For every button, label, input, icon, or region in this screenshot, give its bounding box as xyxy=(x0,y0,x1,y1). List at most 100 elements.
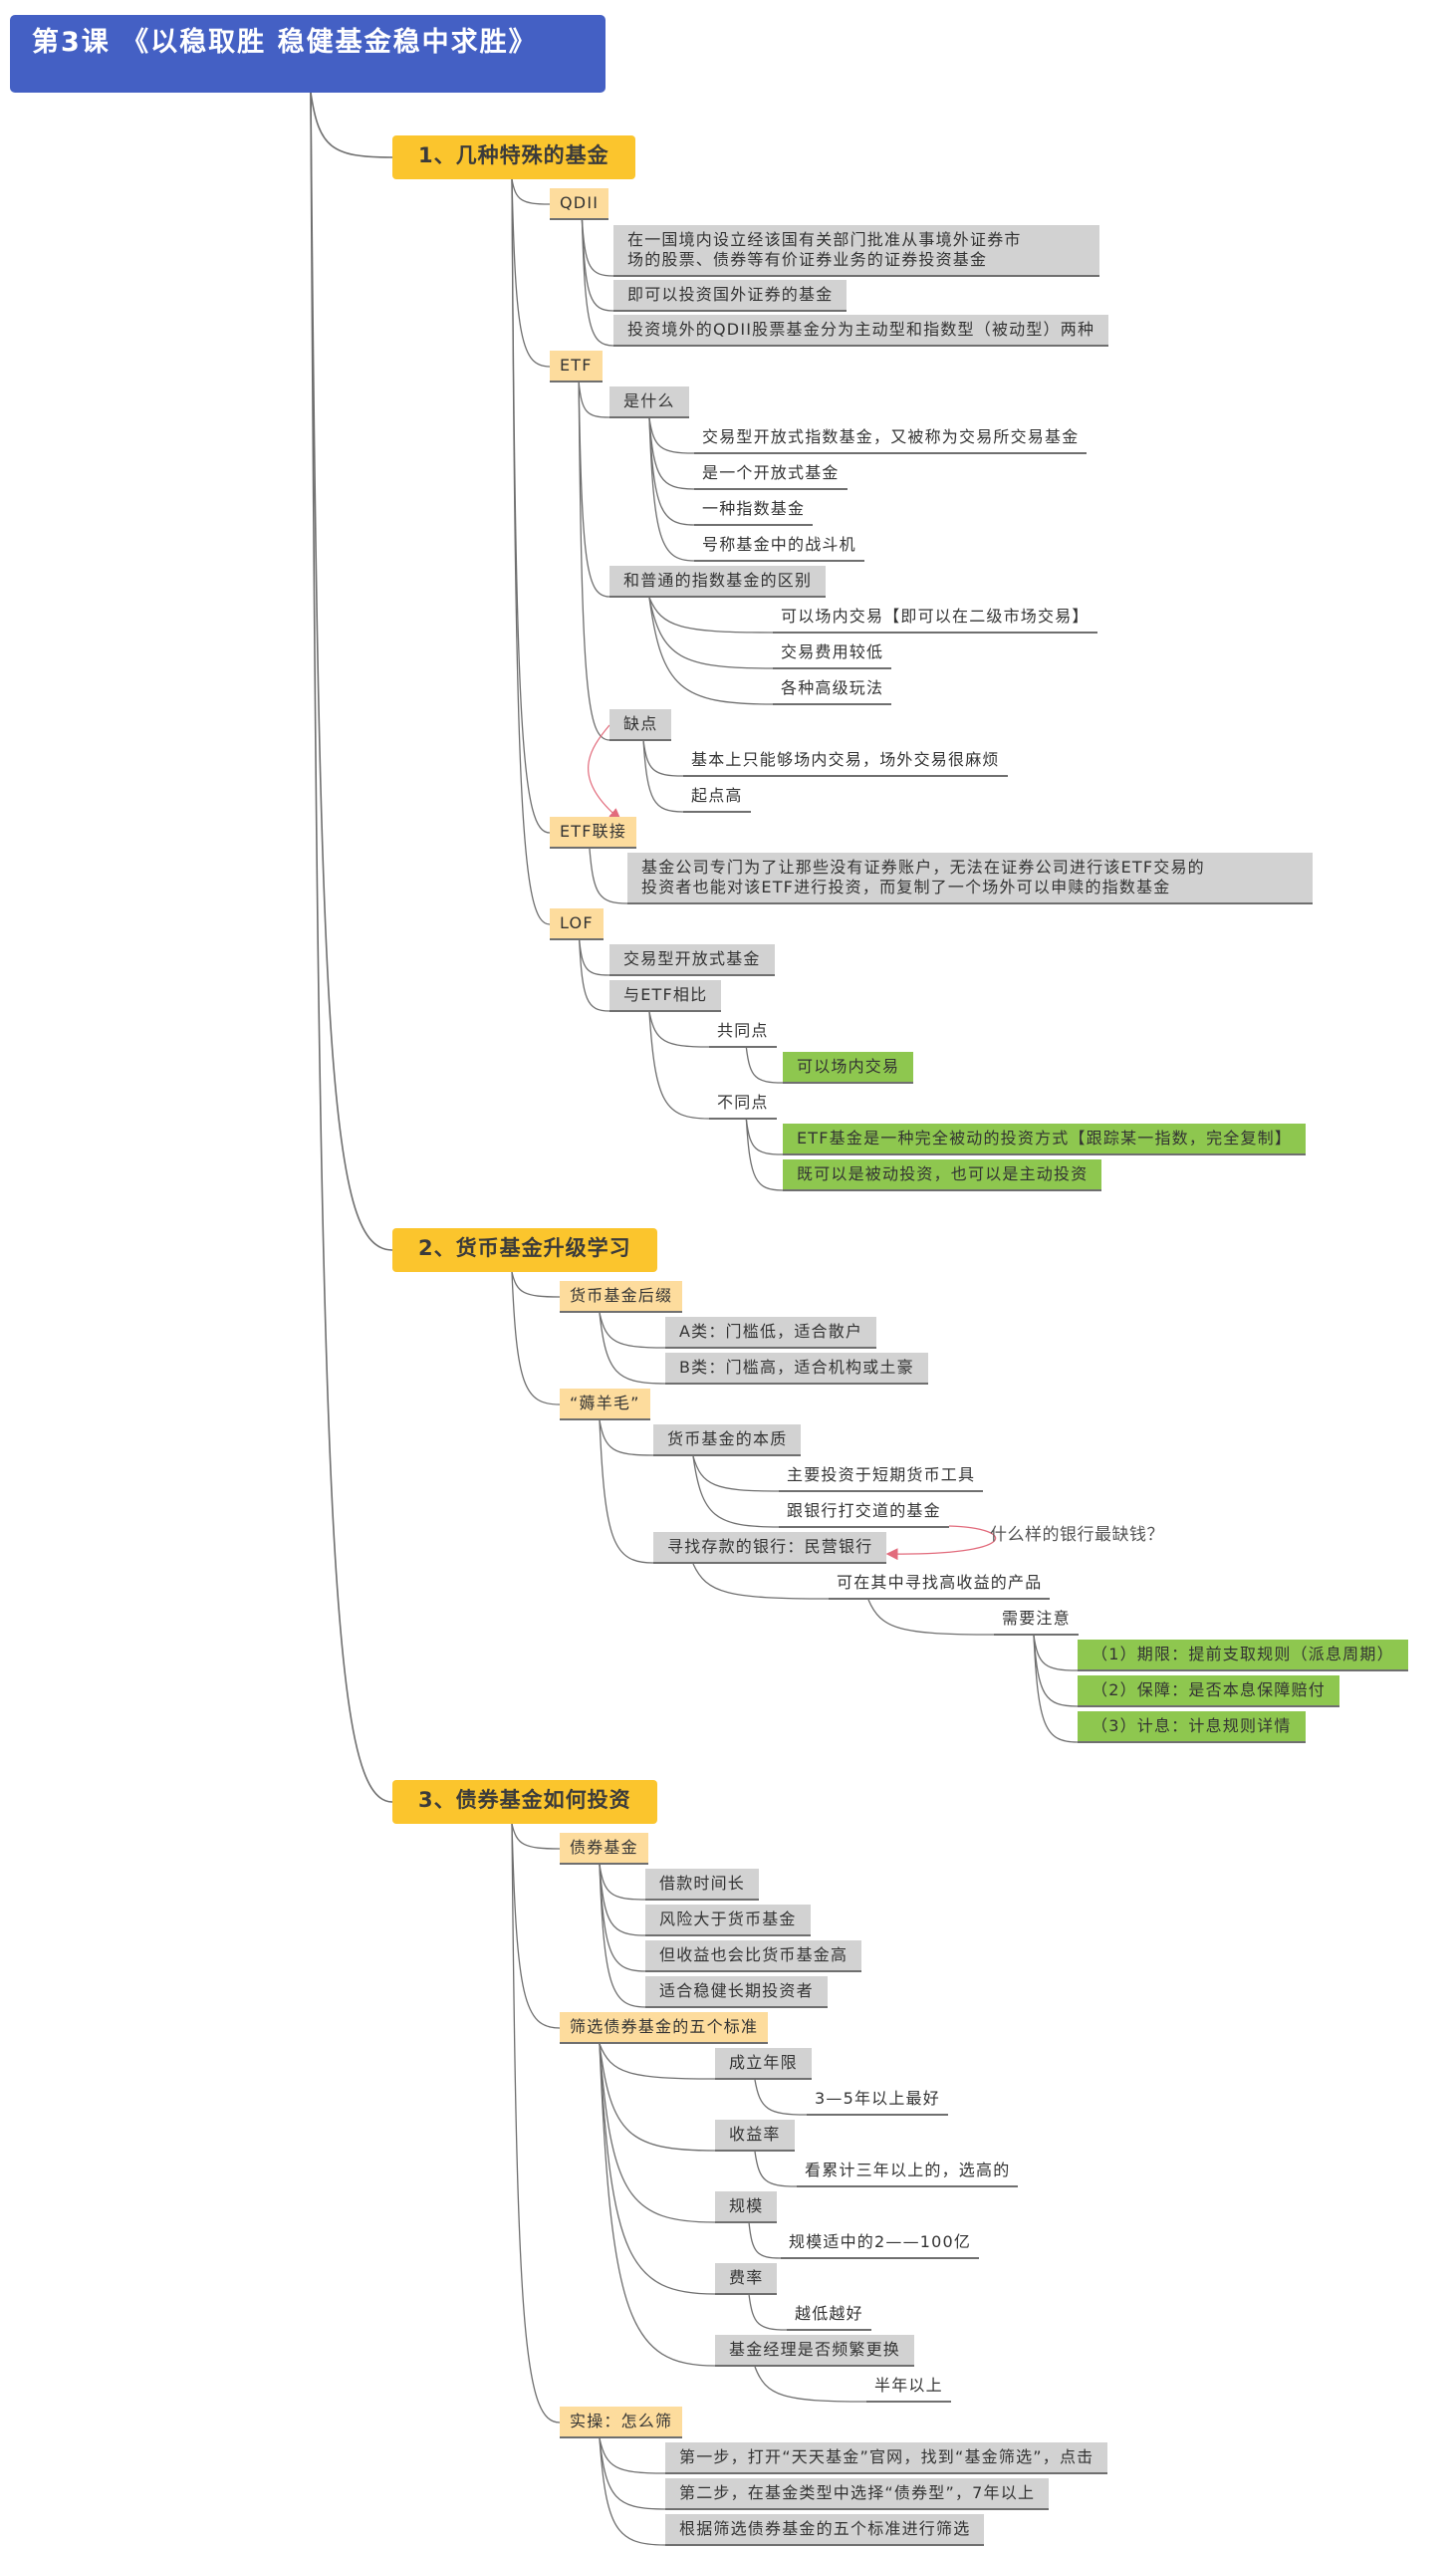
bond-node[interactable]: 债券基金 xyxy=(560,1833,648,1865)
connector-etf-link-desc xyxy=(589,848,628,904)
connector-etf-what-item-1 xyxy=(648,417,695,454)
bond-item-3[interactable]: 但收益也会比货币基金高 xyxy=(645,1940,862,1972)
etf-what[interactable]: 是什么 xyxy=(609,386,689,418)
qdii-node[interactable]: QDII xyxy=(550,188,609,220)
connector-etf-cons-item-1 xyxy=(642,740,684,777)
bond-item-2[interactable]: 风险大于货币基金 xyxy=(645,1905,811,1936)
etf-what-item-1[interactable]: 交易型开放式指数基金，又被称为交易所交易基金 xyxy=(694,422,1088,454)
etf-link-node[interactable]: ETF联接 xyxy=(550,817,637,849)
qdii-item-2[interactable]: 即可以投资国外证券的基金 xyxy=(613,280,848,312)
root-title[interactable]: 第3课 《以稳取胜 稳健基金稳中求胜》 xyxy=(10,15,606,93)
practice-item-1[interactable]: 第一步，打开“天天基金”官网，找到“基金筛选”，点击 xyxy=(665,2442,1108,2474)
etf-link-desc[interactable]: 基金公司专门为了让那些没有证券账户，无法在证券公司进行该ETF交易的 投资者也能… xyxy=(627,853,1313,904)
connector-etf-link-node xyxy=(511,178,551,834)
suffix-node[interactable]: 货币基金后缀 xyxy=(560,1281,683,1313)
attention-item-1[interactable]: （1）期限：提前支取规则（派息周期） xyxy=(1078,1640,1408,1671)
etf-what-item-4[interactable]: 号称基金中的战斗机 xyxy=(694,530,864,562)
bank-question-note[interactable]: 什么样的银行最缺钱？ xyxy=(990,1525,1164,1545)
practice-node[interactable]: 实操：怎么筛 xyxy=(560,2407,683,2438)
connector-attention-item-3 xyxy=(1033,1635,1079,1743)
criteria-detail-1[interactable]: 3—5年以上最好 xyxy=(807,2084,948,2116)
connector-criteria-node xyxy=(511,1823,561,2029)
criteria-detail-4[interactable]: 越低越好 xyxy=(787,2299,871,2331)
connector-section-1 xyxy=(310,92,393,158)
connector-wool-node xyxy=(511,1271,561,1405)
lof-diff-item-2[interactable]: 既可以是被动投资，也可以是主动投资 xyxy=(783,1159,1102,1191)
qdii-item-1[interactable]: 在一国境内设立经该国有关部门批准从事境外证券市 场的股票、债券等有价证券业务的证… xyxy=(613,225,1099,277)
etf-what-item-2[interactable]: 是一个开放式基金 xyxy=(694,458,848,490)
connector-criteria-item-4 xyxy=(599,2043,716,2295)
connector-section-2 xyxy=(310,92,393,1251)
suffix-item-1[interactable]: A类：门槛低，适合散户 xyxy=(665,1317,877,1349)
criteria-node[interactable]: 筛选债券基金的五个标准 xyxy=(560,2012,769,2044)
connector-etf-cons xyxy=(578,382,610,741)
criteria-detail-5[interactable]: 半年以上 xyxy=(866,2371,951,2403)
qdii-item-3[interactable]: 投资境外的QDII股票基金分为主动型和指数型（被动型）两种 xyxy=(613,315,1109,347)
etf-cons[interactable]: 缺点 xyxy=(609,709,672,741)
section-1[interactable]: 1、几种特殊的基金 xyxy=(392,135,635,179)
bond-item-4[interactable]: 适合稳健长期投资者 xyxy=(645,1976,828,2008)
connector-criteria-detail-2 xyxy=(754,2151,798,2187)
lof-diff-item-1[interactable]: ETF基金是一种完全被动的投资方式【跟踪某一指数，完全复制】 xyxy=(783,1124,1307,1155)
connector-attention-item-1 xyxy=(1033,1635,1079,1671)
etf-diff[interactable]: 和普通的指数基金的区别 xyxy=(609,566,827,598)
connector-lof-diff-item-1 xyxy=(745,1119,784,1155)
etf-diff-item-3[interactable]: 各种高级玩法 xyxy=(773,673,892,705)
etf-diff-item-1[interactable]: 可以场内交易【即可以在二级市场交易】 xyxy=(773,602,1097,634)
connector-qdii-node xyxy=(511,178,551,205)
connector-practice-item-2 xyxy=(599,2437,666,2510)
criteria-item-1[interactable]: 成立年限 xyxy=(715,2048,812,2080)
connector-lof-node xyxy=(511,178,551,925)
connector-bond-item-1 xyxy=(599,1864,646,1901)
connector-etf-node xyxy=(511,178,551,368)
connector-lof-same-item-1 xyxy=(745,1047,784,1084)
connector-attention-node xyxy=(867,1599,995,1636)
connector-lof-compare xyxy=(579,939,610,1012)
connector-suffix-item-1 xyxy=(599,1312,666,1349)
etf-cons-item-1[interactable]: 基本上只能够场内交易，场外交易很麻烦 xyxy=(683,745,1008,777)
practice-item-2[interactable]: 第二步，在基金类型中选择“债券型”，7年以上 xyxy=(665,2478,1050,2510)
connector-practice-item-3 xyxy=(599,2437,666,2546)
lof-node[interactable]: LOF xyxy=(550,908,604,940)
criteria-item-2[interactable]: 收益率 xyxy=(715,2120,795,2152)
etf-node[interactable]: ETF xyxy=(550,351,603,382)
lof-same-item-1[interactable]: 可以场内交易 xyxy=(783,1052,914,1084)
practice-item-3[interactable]: 根据筛选债券基金的五个标准进行筛选 xyxy=(665,2514,985,2546)
section-2[interactable]: 2、货币基金升级学习 xyxy=(392,1228,657,1272)
attention-node[interactable]: 需要注意 xyxy=(994,1604,1079,1636)
connector-etf-diff xyxy=(578,382,610,598)
criteria-item-3[interactable]: 规模 xyxy=(715,2191,778,2223)
etf-diff-item-2[interactable]: 交易费用较低 xyxy=(773,638,892,669)
criteria-item-5[interactable]: 基金经理是否频繁更换 xyxy=(715,2335,915,2367)
essence-node[interactable]: 货币基金的本质 xyxy=(653,1424,802,1456)
connector-bond-item-4 xyxy=(599,1864,646,2008)
lof-diff[interactable]: 不同点 xyxy=(709,1088,777,1120)
connector-lof-type xyxy=(579,939,610,976)
section-3[interactable]: 3、债券基金如何投资 xyxy=(392,1780,657,1824)
connector-suffix-item-2 xyxy=(599,1312,666,1385)
wool-node[interactable]: “薅羊毛” xyxy=(560,1389,650,1420)
etf-cons-item-2[interactable]: 起点高 xyxy=(683,781,751,813)
suffix-item-2[interactable]: B类：门槛高，适合机构或土豪 xyxy=(665,1353,928,1385)
connector-lof-same xyxy=(648,1011,710,1048)
attention-item-3[interactable]: （3）计息：计息规则详情 xyxy=(1078,1711,1306,1743)
essence-item-2[interactable]: 跟银行打交道的基金 xyxy=(779,1496,949,1528)
connector-essence-item-2 xyxy=(692,1455,780,1528)
connector-etf-diff-item-3 xyxy=(648,597,774,705)
bank-node[interactable]: 寻找存款的银行：民营银行 xyxy=(653,1532,887,1564)
etf-what-item-3[interactable]: 一种指数基金 xyxy=(694,494,814,526)
connector-etf-what xyxy=(578,382,610,418)
bank-product[interactable]: 可在其中寻找高收益的产品 xyxy=(829,1568,1051,1600)
connector-essence-node xyxy=(599,1419,654,1456)
criteria-detail-2[interactable]: 看累计三年以上的，选高的 xyxy=(797,2156,1019,2187)
lof-compare[interactable]: 与ETF相比 xyxy=(609,980,722,1012)
lof-type[interactable]: 交易型开放式基金 xyxy=(609,944,775,976)
criteria-item-4[interactable]: 费率 xyxy=(715,2263,778,2295)
connector-bank-product xyxy=(692,1563,830,1600)
lof-same[interactable]: 共同点 xyxy=(709,1016,777,1048)
attention-item-2[interactable]: （2）保障：是否本息保障赔付 xyxy=(1078,1675,1339,1707)
essence-item-1[interactable]: 主要投资于短期货币工具 xyxy=(779,1460,984,1492)
bond-item-1[interactable]: 借款时间长 xyxy=(645,1869,760,1901)
connector-criteria-item-3 xyxy=(599,2043,716,2223)
criteria-detail-3[interactable]: 规模适中的2——100亿 xyxy=(781,2227,980,2259)
